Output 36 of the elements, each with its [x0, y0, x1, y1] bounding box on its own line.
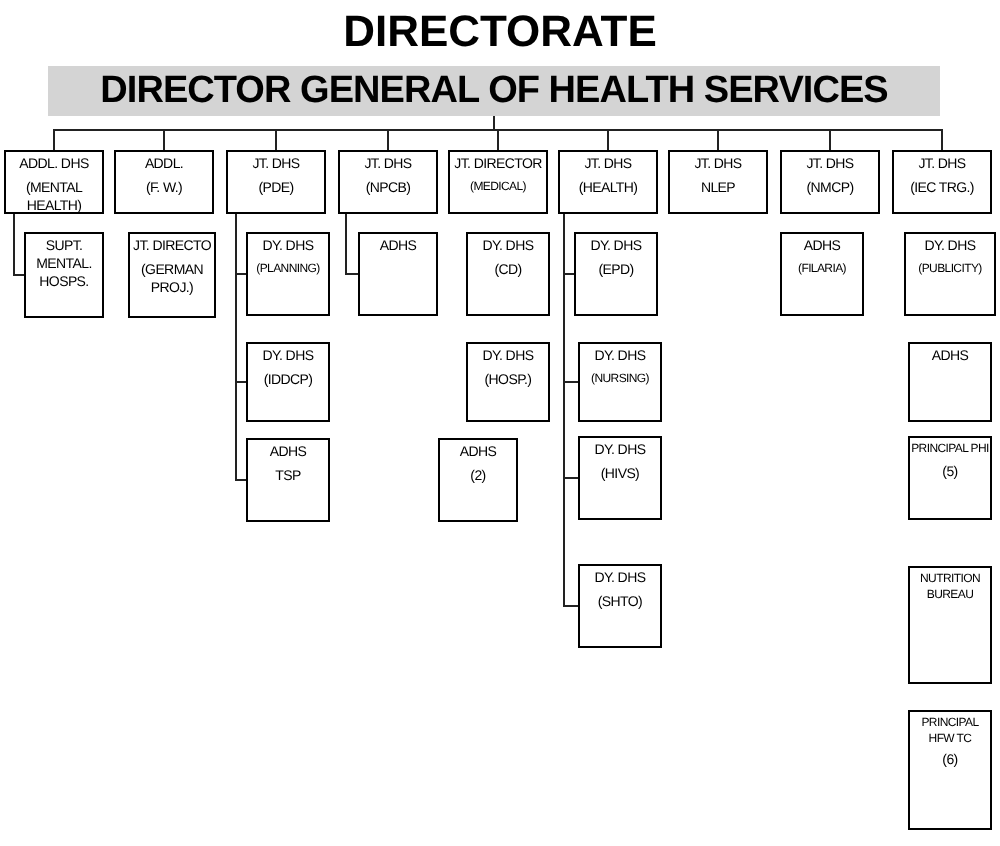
office-box [780, 232, 864, 316]
office-box [668, 150, 768, 214]
office-box [246, 342, 330, 422]
diagram-title: DIRECTORATE [341, 6, 659, 58]
office-box [4, 150, 104, 214]
office-box [338, 150, 438, 214]
banner-title: DIRECTOR GENERAL OF HEALTH SERVICES [100, 72, 888, 110]
office-box [466, 232, 550, 316]
office-box [908, 710, 992, 830]
connector-line [345, 213, 359, 275]
office-box [908, 436, 992, 520]
office-box [908, 566, 992, 684]
office-box [892, 150, 992, 214]
office-box [904, 232, 996, 316]
office-box [438, 438, 518, 522]
office-box [578, 564, 662, 648]
office-box [466, 342, 550, 422]
office-box [578, 342, 662, 422]
head-office-banner [48, 66, 940, 116]
office-box [24, 232, 104, 318]
connector-line [493, 115, 943, 151]
office-box [780, 150, 880, 214]
office-box [114, 150, 214, 214]
office-box [448, 150, 548, 214]
office-box [908, 342, 992, 422]
office-box [578, 436, 662, 520]
office-box [246, 232, 330, 316]
office-box [558, 150, 658, 214]
office-box [246, 438, 330, 522]
office-box [226, 150, 326, 214]
office-box [358, 232, 438, 316]
office-box [574, 232, 658, 316]
connector-line [563, 213, 579, 607]
connector-line [235, 213, 247, 481]
office-box [128, 232, 216, 318]
connector-line [13, 213, 25, 276]
